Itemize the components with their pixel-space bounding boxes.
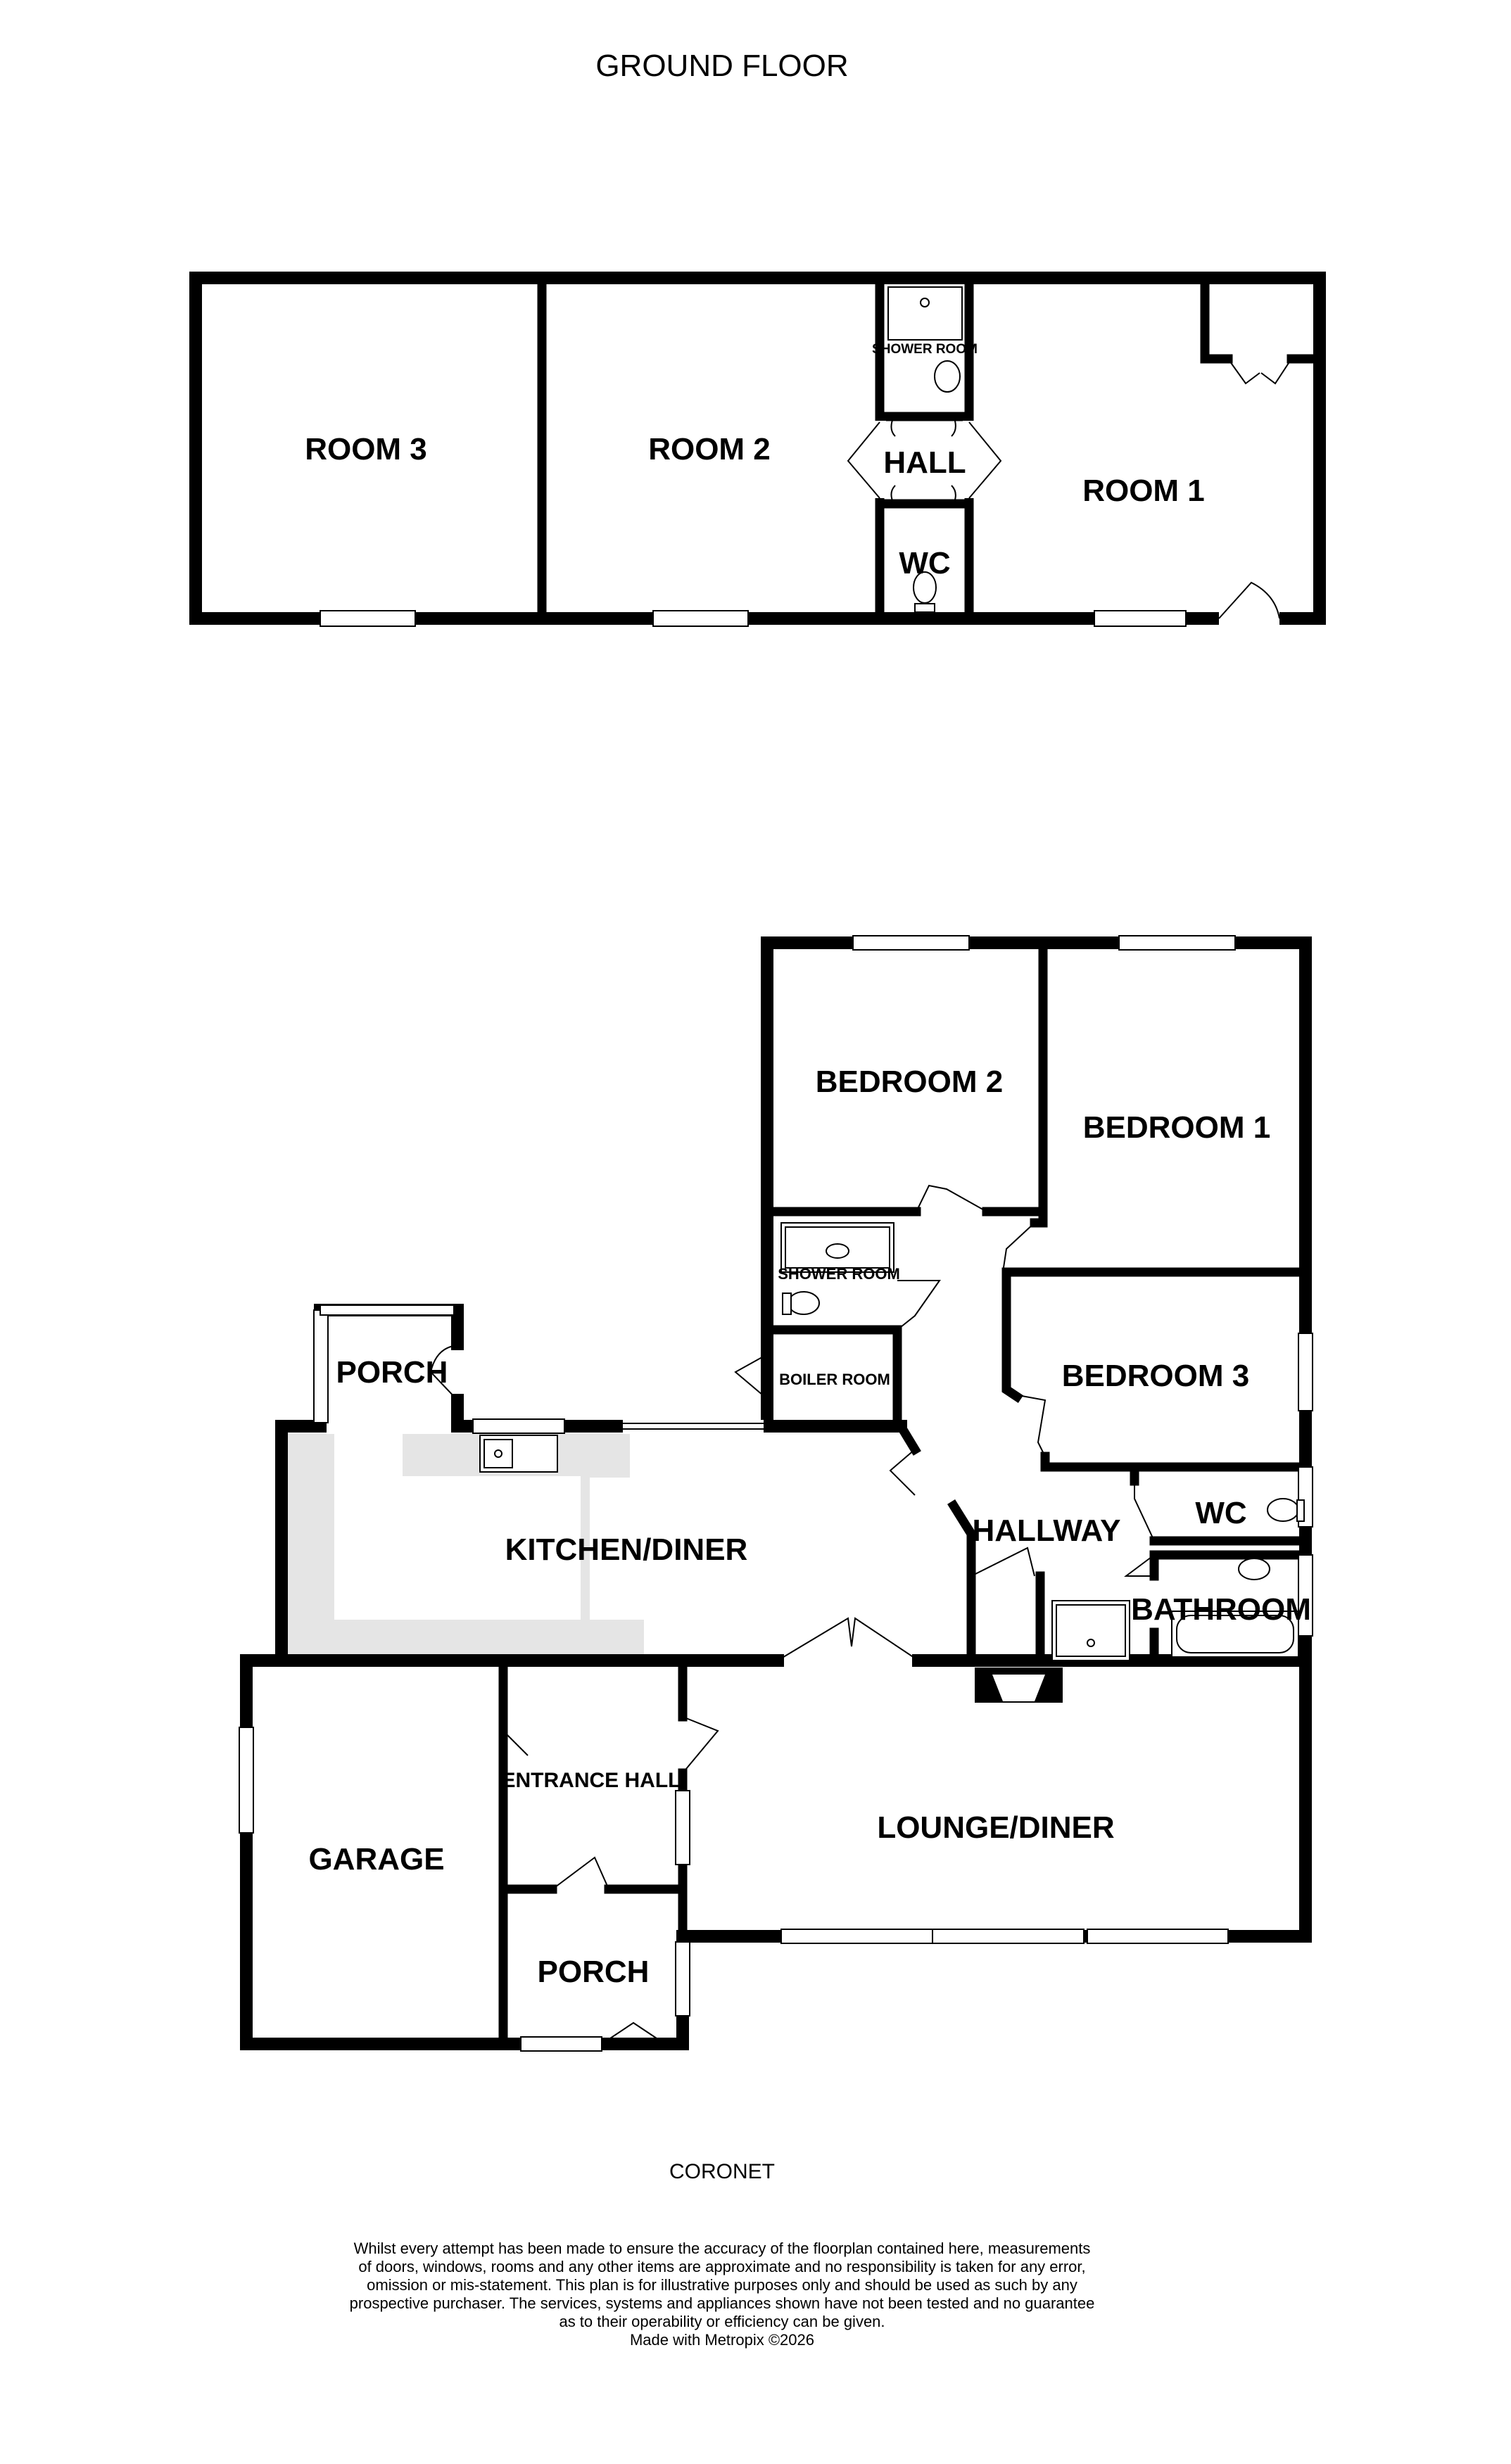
basin-icon	[1238, 1558, 1270, 1580]
window	[675, 1941, 690, 2017]
disclaimer: Whilst every attempt has been made to en…	[350, 2240, 1095, 2349]
door	[552, 1856, 609, 1890]
door	[502, 1716, 719, 1774]
window	[320, 1304, 455, 1316]
door	[601, 2021, 666, 2045]
room-label: BOILER ROOM	[779, 1371, 890, 1388]
door	[1006, 1392, 1047, 1457]
window	[1087, 1929, 1229, 1944]
window	[852, 935, 970, 951]
wall-bed3	[1001, 1267, 1024, 1404]
door	[847, 421, 880, 499]
toilet-icon	[1267, 1498, 1299, 1522]
room-label: WC	[899, 546, 950, 580]
window	[1118, 935, 1236, 951]
disclaimer-line: prospective purchaser. The services, sys…	[350, 2294, 1095, 2312]
door	[897, 1280, 941, 1331]
room-label: BEDROOM 2	[816, 1065, 1003, 1099]
outbuilding: ROOM 3 ROOM 2 SHOWER ROOM HALL WC ROOM 1	[189, 272, 1326, 628]
room-label: BEDROOM 3	[1062, 1359, 1249, 1393]
window	[472, 1418, 565, 1434]
door	[890, 416, 956, 437]
room-label: ROOM 1	[1082, 474, 1205, 508]
window	[932, 1929, 1085, 1944]
room-label: HALLWAY	[972, 1513, 1120, 1548]
room-label: GARAGE	[308, 1842, 444, 1876]
basin-icon	[826, 1243, 849, 1259]
room-label: BEDROOM 1	[1083, 1110, 1270, 1145]
house-outer-wall	[240, 936, 1312, 2050]
room-label: KITCHEN/DINER	[505, 1532, 748, 1567]
disclaimer-line: Whilst every attempt has been made to en…	[354, 2240, 1091, 2257]
door	[1227, 358, 1292, 385]
window	[780, 1929, 933, 1944]
disclaimer-line: Made with Metropix ©2026	[630, 2331, 814, 2349]
room-label: PORCH	[538, 1955, 650, 1989]
window	[239, 1727, 254, 1834]
door	[734, 1354, 768, 1399]
window	[313, 1309, 329, 1423]
disclaimer-line: omission or mis-statement. This plan is …	[367, 2276, 1077, 2294]
window	[520, 2036, 602, 2052]
basin-icon	[934, 360, 961, 393]
door	[1134, 1481, 1155, 1542]
wall-bed1-bottom	[1030, 1207, 1048, 1228]
room-label: ROOM 2	[648, 432, 771, 466]
room-label: ROOM 3	[305, 432, 427, 466]
window	[320, 610, 416, 627]
door	[429, 1345, 458, 1401]
room-label: HALL	[883, 445, 966, 480]
shower-tray	[887, 286, 963, 341]
toilet-icon	[788, 1291, 820, 1315]
window	[1298, 1554, 1313, 1637]
window	[652, 610, 749, 627]
door	[968, 421, 1002, 499]
door	[889, 1449, 916, 1496]
kitchen-worktop	[287, 1434, 644, 1662]
room-label: LOUNGE/DINER	[877, 1810, 1114, 1845]
room-label: SHOWER ROOM	[872, 342, 978, 357]
door	[890, 485, 956, 504]
room-label: WC	[1195, 1496, 1246, 1530]
window	[1298, 1333, 1313, 1411]
room-label: SHOWER ROOM	[778, 1265, 900, 1283]
door	[1124, 1554, 1155, 1577]
door	[1002, 1222, 1035, 1273]
main-house: BEDROOM 2 BEDROOM 1 SHOWER ROOM BOILER R…	[239, 935, 1313, 2052]
window	[675, 1790, 690, 1865]
disclaimer-line: as to their operability or efficiency ca…	[559, 2313, 885, 2330]
room-label: BATHROOM	[1131, 1592, 1311, 1627]
floor-title: GROUND FLOOR	[595, 49, 848, 83]
door	[916, 1184, 987, 1212]
door	[1218, 581, 1280, 619]
property-caption: CORONET	[669, 2160, 775, 2183]
window	[1094, 610, 1187, 627]
disclaimer-line: of doors, windows, rooms and any other i…	[358, 2258, 1085, 2275]
door	[777, 1617, 919, 1661]
cupboard-wall	[1200, 273, 1233, 364]
room-label: ENTRANCE HALL	[502, 1769, 681, 1792]
room-label: PORCH	[336, 1355, 448, 1390]
door	[971, 1547, 1035, 1577]
